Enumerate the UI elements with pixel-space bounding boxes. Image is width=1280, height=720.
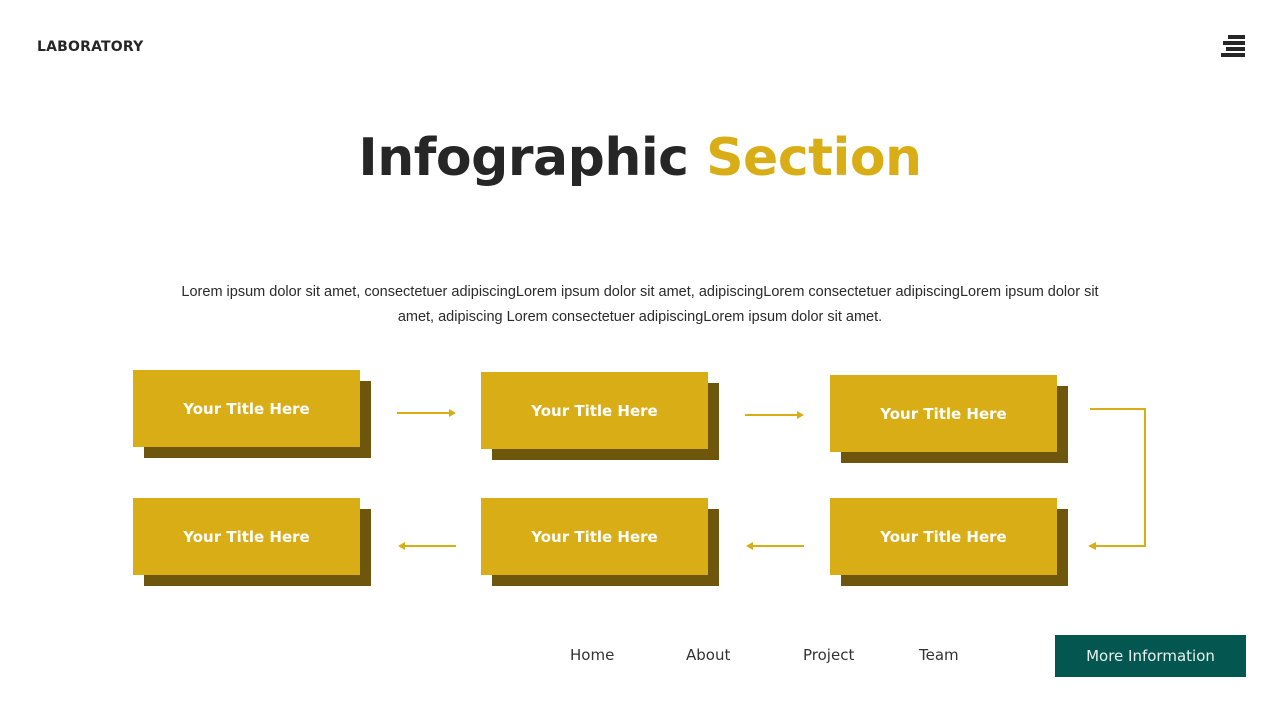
step-card: Your Title Here (830, 375, 1057, 452)
title-main: Infographic (358, 128, 689, 188)
step-title: Your Title Here (880, 404, 1007, 423)
step-title: Your Title Here (531, 401, 658, 420)
step-card: Your Title Here (481, 498, 708, 575)
step-title: Your Title Here (183, 527, 310, 546)
arrow-left-icon (398, 542, 456, 550)
flow-step-2: Your Title Here (481, 372, 719, 460)
step-title: Your Title Here (880, 527, 1007, 546)
nav-project-link[interactable]: Project (803, 646, 855, 664)
step-title: Your Title Here (531, 527, 658, 546)
title-accent: Section (706, 128, 922, 188)
nav-team-link[interactable]: Team (919, 646, 959, 664)
step-title: Your Title Here (183, 399, 310, 418)
arrow-turn-down-icon (1088, 408, 1146, 550)
step-card: Your Title Here (830, 498, 1057, 575)
more-information-button[interactable]: More Information (1055, 635, 1246, 677)
step-card: Your Title Here (133, 498, 360, 575)
step-card: Your Title Here (133, 370, 360, 447)
hamburger-menu-icon[interactable] (1221, 35, 1246, 60)
flow-step-1: Your Title Here (133, 370, 371, 458)
nav-about-link[interactable]: About (686, 646, 731, 664)
brand-logo-text: LABORATORY (37, 39, 144, 55)
nav-home-link[interactable]: Home (570, 646, 615, 664)
flow-step-3: Your Title Here (830, 375, 1068, 463)
flow-step-4: Your Title Here (830, 498, 1068, 586)
description-text: Lorem ipsum dolor sit amet, consectetuer… (181, 284, 1099, 325)
flow-step-6: Your Title Here (133, 498, 371, 586)
arrow-right-icon (745, 411, 804, 419)
cta-label: More Information (1086, 647, 1215, 665)
flow-step-5: Your Title Here (481, 498, 719, 586)
arrow-left-icon (746, 542, 804, 550)
step-card: Your Title Here (481, 372, 708, 449)
arrow-right-icon (397, 409, 456, 417)
page-title: Infographic Section (0, 128, 1280, 188)
